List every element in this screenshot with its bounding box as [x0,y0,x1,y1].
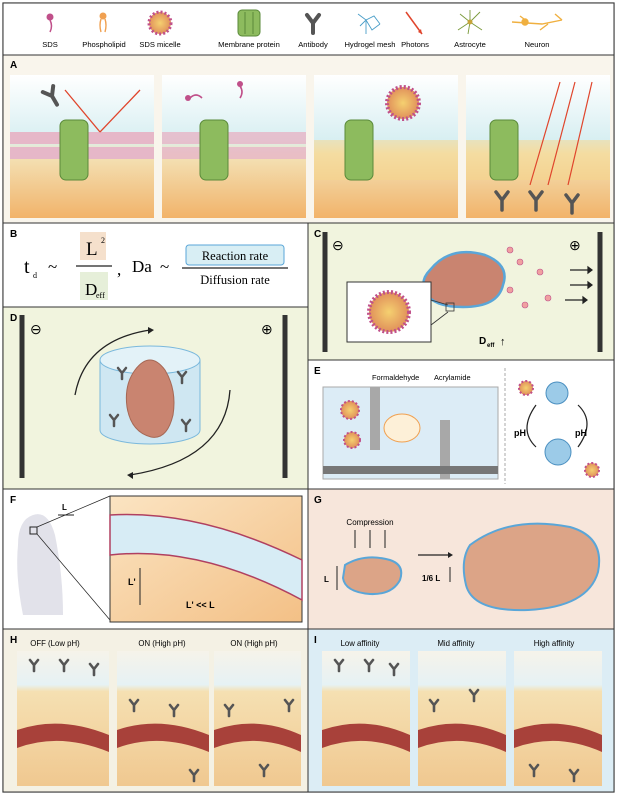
reaction-rate-box [185,244,285,266]
minus-electrode-icon: ⊖ [332,237,344,253]
legend: SDS Phospholipid SDS micelle Membrane pr… [2,2,615,56]
photons-icon [405,11,423,35]
panel-d-letter: D [10,313,17,324]
migration-arrows [565,265,593,305]
panel-a-scene-4 [466,75,610,218]
legend-label-astrocyte: Astrocyte [454,40,486,49]
h-subtitle-3: ON (High pH) [230,639,278,648]
plus-electrode-icon-d: ⊕ [261,321,273,337]
migrating-micelles [506,246,552,309]
i-subtitle-3: High affinity [534,639,575,648]
panel-f-letter: F [10,495,16,506]
legend-label-sds-micelle: SDS micelle [139,40,180,49]
compression-arrows [354,530,386,548]
panel-f: F L L' L' << L [2,488,309,630]
scale-l-label: L [62,503,67,512]
panel-a-scene-2 [162,75,306,218]
legend-label-sds: SDS [42,40,58,49]
antibody-icon [305,13,321,35]
denominator-box [80,272,108,300]
equation-sim-1: ~ [48,257,57,276]
astrocyte-icon [457,10,483,35]
acrylamide-label: Acrylamide [434,373,471,382]
legend-label-membrane-protein: Membrane protein [218,40,280,49]
equation-comma: , [117,260,121,279]
legend-label-phospholipid: Phospholipid [82,40,126,49]
equation-numerator-sup: 2 [101,236,105,245]
formaldehyde-label: Formaldehyde [372,373,419,382]
animal-silhouette [17,514,64,615]
g-l-label: L [324,575,329,584]
panel-i-letter: I [314,635,317,646]
panel-c-letter: C [314,229,321,240]
panel-e-letter: E [314,366,321,377]
equation-numerator: L [86,239,98,260]
panel-g: G Compression L 1/6 L [307,488,615,630]
i-tile-1 [322,651,410,786]
panel-a-scene-3 [314,75,458,218]
h-subtitle-1: OFF (Low pH) [30,639,80,648]
relation-label: L' << L [186,600,215,610]
h-subtitle-2: ON (High pH) [138,639,186,648]
compression-label: Compression [346,518,393,527]
deff-label: D [479,336,486,347]
phospholipid-icon [99,12,107,33]
panel-g-letter: G [314,495,322,506]
panel-a-scene-1 [10,75,154,218]
deff-sub: eff [487,343,495,349]
panel-b: B t d ~ L 2 D eff , Da ~ Reaction rate D… [2,222,309,308]
panel-a: A [2,54,615,224]
h-tile-3 [214,651,301,786]
legend-label-photons: Photons [401,40,429,49]
deff-increase-icon: ↑ [500,336,506,348]
legend-label-antibody: Antibody [298,40,328,49]
panel-c: C ⊖ ⊕ D eff ↑ [307,222,615,361]
gel-swollen [545,381,569,405]
i-subtitle-2: Mid affinity [437,639,474,648]
l-prime-label: L' [128,577,136,587]
membrane-protein-icon [237,9,261,37]
legend-label-hydrogel-mesh: Hydrogel mesh [344,40,395,49]
tile-antibodies [28,658,580,783]
equation-denominator: D [85,280,97,299]
legend-label-neuron: Neuron [525,40,550,49]
equation-t-sub: d [33,271,37,280]
hydrogel-mesh-icon [357,13,381,34]
equation-reaction-rate: Reaction rate [202,249,269,263]
panel-d: D ⊖ ⊕ [2,306,309,490]
sds-micelle-icon [147,10,173,36]
plus-electrode-icon: ⊕ [569,237,581,253]
ph-up-label: pH [575,428,587,438]
h-tile-2 [117,651,209,786]
panel-i: I Low affinity Mid affinity High affinit… [307,628,615,793]
gel-shrunk [544,438,572,466]
equation-da: Da [132,257,152,276]
ph-down-label: pH [514,428,526,438]
equation-sim-2: ~ [160,257,169,276]
panel-h-letter: H [10,635,17,646]
i-subtitle-1: Low affinity [341,639,380,648]
equation-denominator-sub: eff [96,291,105,300]
panel-b-letter: B [10,229,17,240]
equation-t: t [24,256,30,278]
tissue-after [462,522,601,612]
tissue-e [383,413,421,443]
vessel-channel [109,513,303,602]
panel-e: E Formaldehyde Acrylamide pH pH [307,359,615,490]
i-tile-2 [418,651,506,786]
equation-diffusion-rate: Diffusion rate [200,273,270,287]
antibodies-d [108,366,192,433]
numerator-box [80,232,106,260]
minus-electrode-icon-d: ⊖ [30,321,42,337]
sds-icon [46,13,54,33]
i-tile-3 [514,651,602,786]
neuron-icon [511,13,563,31]
panel-h: H OFF (Low pH) ON (High pH) ON (High pH) [2,628,309,793]
tissue-before [341,556,403,596]
brain-tissue-d [125,359,175,438]
panel-a-letter: A [10,60,17,71]
g-sixth-l-label: 1/6 L [422,574,440,583]
